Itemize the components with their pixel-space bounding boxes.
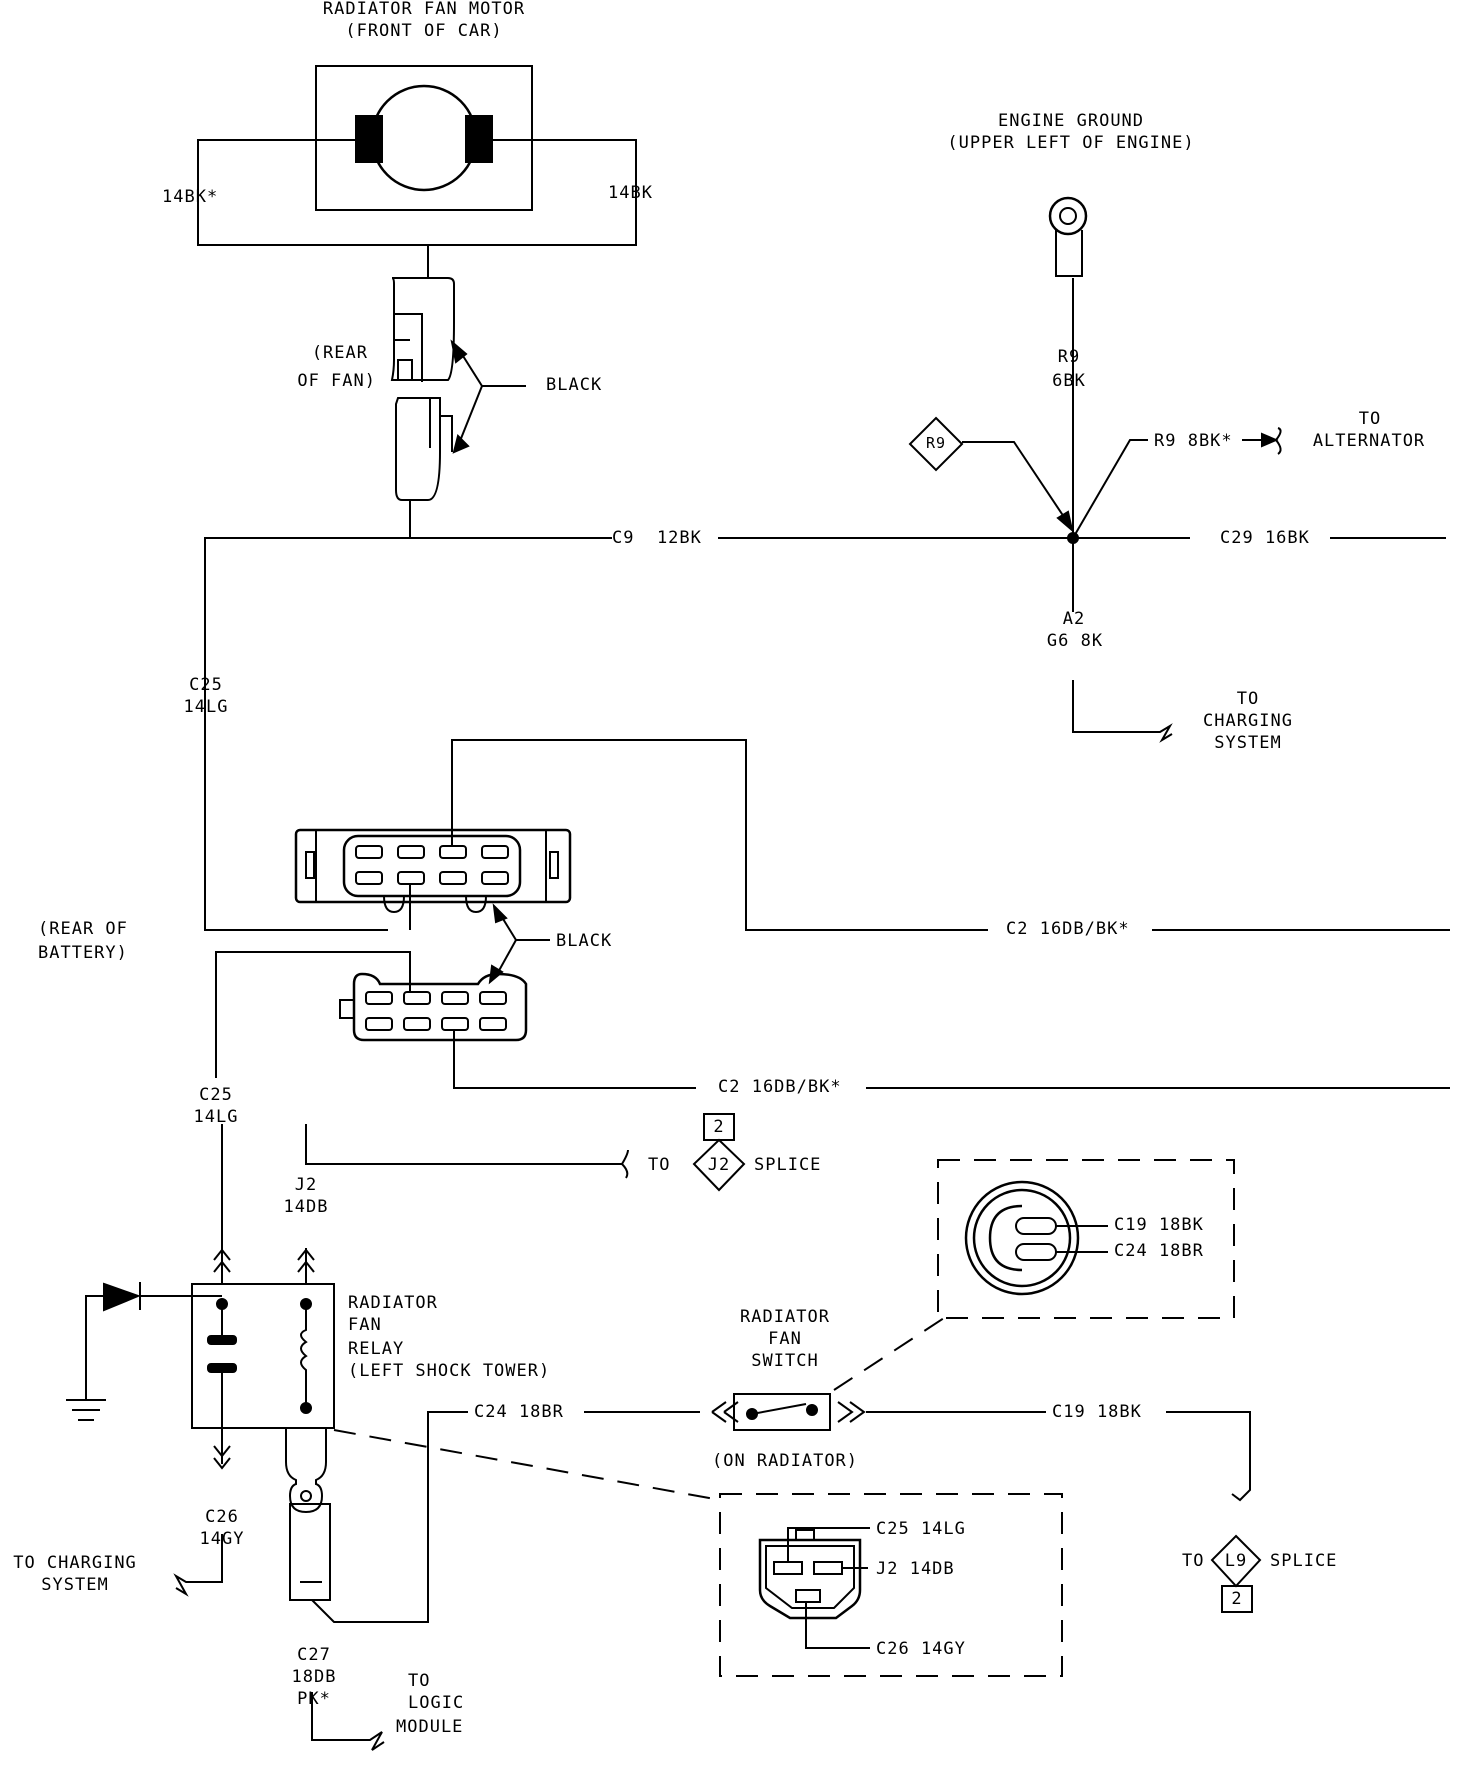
lower-connector-wires	[215, 951, 1450, 1089]
c26-gauge: 14GY	[199, 1529, 245, 1549]
l9-splice-symbol	[1210, 1534, 1262, 1613]
c2-wire-lower: C2 16DB/BK*	[718, 1077, 842, 1097]
relay-label-4: (LEFT SHOCK TOWER)	[348, 1361, 551, 1381]
r9-badge-symbol	[908, 416, 1074, 533]
j2-badge: J2	[707, 1155, 731, 1175]
relay-label-3: RELAY	[348, 1339, 405, 1359]
l9-to: TO	[1182, 1551, 1205, 1571]
j2-badge-number: 2	[713, 1117, 725, 1137]
c9-wire: C9 12BK	[612, 528, 702, 548]
j2-splice-symbol	[305, 1113, 746, 1192]
a2-gauge: G6 8K	[1046, 631, 1104, 651]
logic-module-2: LOGIC	[408, 1693, 465, 1713]
fan-connector-symbol	[204, 277, 612, 931]
diode-ground	[66, 1282, 222, 1421]
fan-switch-location: (ON RADIATOR)	[711, 1451, 859, 1471]
fan-motor-wire-left: 14BK*	[162, 187, 219, 207]
fan-motor-symbol	[315, 65, 533, 211]
sensor-wire-2: C24 18BR	[1114, 1241, 1204, 1261]
r9-badge: R9	[925, 434, 947, 452]
fan-connector-location-2: OF FAN)	[297, 371, 376, 391]
fan-switch-label-1: RADIATOR	[740, 1307, 830, 1327]
mid-connector-color: BLACK	[556, 931, 613, 951]
relay-symbol	[191, 1124, 335, 1601]
c25-lower-circuit: C25	[199, 1085, 233, 1105]
engine-ground-eyelet	[1048, 196, 1088, 277]
relay-wires	[173, 1411, 721, 1751]
fan-switch-label-2: FAN	[768, 1329, 802, 1349]
battery-location-1: (REAR OF	[38, 919, 128, 939]
j2-wire-gauge: 14DB	[283, 1197, 329, 1217]
relay-inset-pin-2: J2 14DB	[876, 1559, 955, 1579]
upper-connector-wires	[409, 739, 1450, 931]
c25-lower-gauge: 14LG	[193, 1107, 239, 1127]
battery-location-2: BATTERY)	[38, 943, 128, 963]
l9-badge-number: 2	[1231, 1589, 1243, 1609]
alternator-dest-2: ALTERNATOR	[1312, 431, 1426, 451]
logic-module-1: TO	[408, 1671, 431, 1691]
c25-upper-circuit: C25	[189, 675, 223, 695]
c27-circuit: C27	[297, 1645, 331, 1665]
ground-wire-gauge: 6BK	[1052, 371, 1086, 391]
c27-tracer: PK*	[297, 1689, 331, 1709]
fan-motor-title: RADIATOR FAN MOTOR	[322, 0, 526, 19]
sensor-inset	[937, 1159, 1235, 1319]
sensor-wire-1: C19 18BK	[1114, 1215, 1204, 1235]
j2-splice-text: SPLICE	[754, 1155, 822, 1175]
engine-ground-title: ENGINE GROUND	[997, 111, 1145, 131]
l9-splice-text: SPLICE	[1270, 1551, 1338, 1571]
fan-motor-wire-right: 14BK	[608, 183, 653, 203]
fan-connector-color: BLACK	[546, 375, 603, 395]
logic-module-3: MODULE	[396, 1717, 464, 1737]
relay-inset-pin-3: C26 14GY	[876, 1639, 966, 1659]
ground-wire-circuit: R9	[1057, 347, 1081, 367]
upper-connector-symbol	[294, 828, 572, 914]
charging-bottom-1: TO CHARGING	[13, 1553, 137, 1573]
fan-motor-location: (FRONT OF CAR)	[345, 21, 503, 41]
alternator-wire: R9 8BK*	[1154, 431, 1233, 451]
relay-label-1: RADIATOR	[348, 1293, 438, 1313]
c25-upper-gauge: 14LG	[183, 697, 229, 717]
charging-top-1: TO	[1236, 689, 1260, 709]
a2-circuit: A2	[1062, 609, 1086, 629]
c2-wire-upper: C2 16DB/BK*	[1006, 919, 1130, 939]
alternator-arrow	[1242, 427, 1282, 455]
l9-badge: L9	[1224, 1551, 1248, 1571]
charging-top-2: CHARGING	[1203, 711, 1293, 731]
fan-switch-symbol	[711, 1317, 1251, 1502]
fan-connector-location-1: (REAR	[311, 343, 368, 363]
ground-bus	[718, 278, 1446, 743]
lower-connector-symbol	[339, 972, 528, 1042]
charging-top-3: SYSTEM	[1214, 733, 1282, 753]
mid-connector-leader	[488, 903, 550, 985]
relay-label-2: FAN	[348, 1315, 382, 1335]
engine-ground-location: (UPPER LEFT OF ENGINE)	[947, 133, 1195, 153]
relay-inset-pin-1: C25 14LG	[876, 1519, 966, 1539]
c24-wire: C24 18BR	[474, 1402, 564, 1422]
charging-bottom-2: SYSTEM	[41, 1575, 109, 1595]
fan-motor-wires	[197, 139, 637, 278]
c27-gauge: 18DB	[291, 1667, 337, 1687]
j2-to: TO	[648, 1155, 671, 1175]
j2-wire-circuit: J2	[294, 1175, 318, 1195]
relay-inset	[719, 1493, 1063, 1677]
c26-circuit: C26	[205, 1507, 239, 1527]
c29-wire: C29 16BK	[1220, 528, 1310, 548]
c19-wire: C19 18BK	[1052, 1402, 1142, 1422]
fan-switch-label-3: SWITCH	[751, 1351, 819, 1371]
alternator-dest-1: TO	[1358, 409, 1382, 429]
